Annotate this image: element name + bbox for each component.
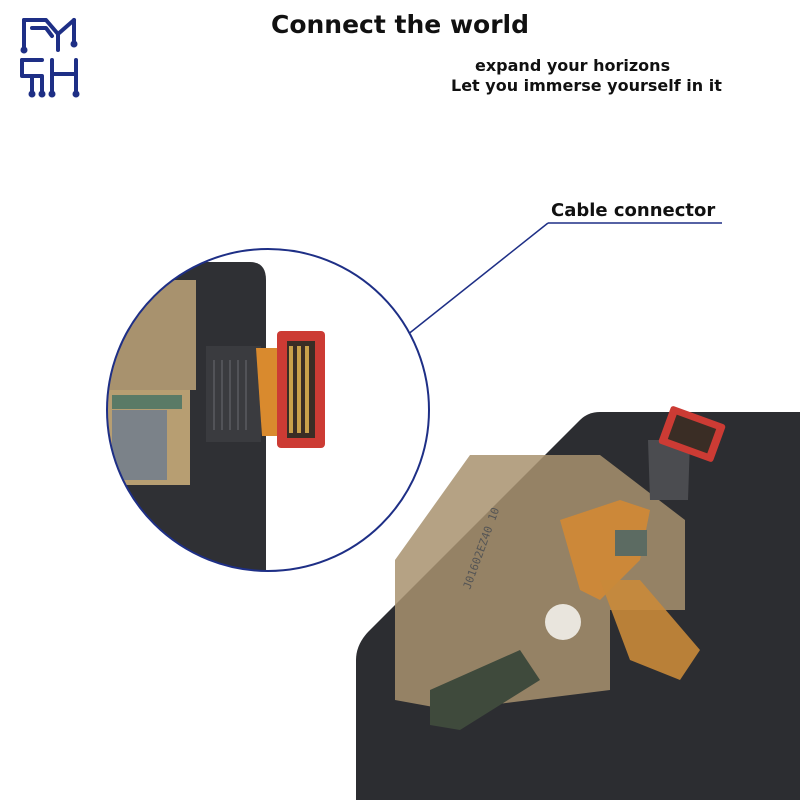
headline: Connect the world (270, 10, 530, 39)
brand-logo-icon (20, 18, 80, 98)
tagline-immerse: Let you immerse yourself in it (451, 76, 722, 95)
cable-connector-label: Cable connector (551, 200, 716, 221)
tagline-expand: expand your horizons (475, 56, 671, 75)
lcd-panel-back: J01602EZ40 10 (356, 406, 800, 800)
magnified-connector-view (106, 248, 430, 572)
